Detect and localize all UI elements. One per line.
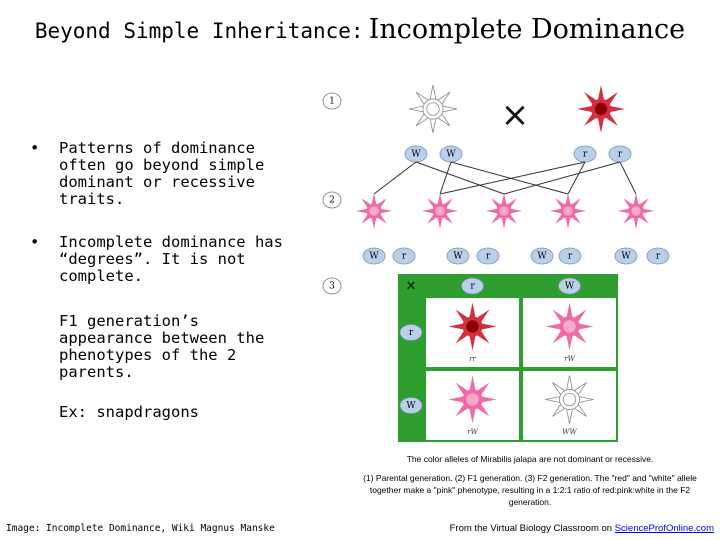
svg-text:W: W <box>406 401 416 411</box>
f1-pink-flower <box>486 193 522 229</box>
f1-allele: W <box>446 247 470 265</box>
title-part-2: Incomplete Dominance <box>368 14 686 45</box>
svg-text:r: r <box>409 328 414 338</box>
f1-pink-flower <box>618 193 654 229</box>
svg-text:r: r <box>583 150 588 160</box>
svg-text:W: W <box>565 282 575 292</box>
svg-text:3: 3 <box>329 282 335 292</box>
svg-text:r: r <box>486 252 491 262</box>
cross-line <box>619 161 637 195</box>
cross-line <box>439 161 452 195</box>
f2-pink-flower <box>448 375 497 424</box>
f1-allele: W <box>362 247 386 265</box>
bullet-text: Patterns of dominance often go beyond si… <box>59 139 265 208</box>
f1-pink-flower <box>550 193 586 229</box>
svg-text:W: W <box>411 150 421 160</box>
bullet-symbol: • <box>30 139 40 157</box>
svg-text:r: r <box>470 282 475 292</box>
cross-line <box>439 161 586 195</box>
f2-red-flower <box>448 302 497 351</box>
svg-text:r: r <box>656 252 661 262</box>
punnett-cell-genotype: rr <box>469 355 476 363</box>
svg-text:W: W <box>537 252 547 262</box>
svg-text:2: 2 <box>329 196 335 206</box>
parent-white-flower <box>408 84 458 134</box>
parent-allele: W <box>439 145 463 163</box>
cross-line <box>567 161 586 195</box>
punnett-cell-genotype: rW <box>467 428 478 436</box>
svg-text:r: r <box>618 150 623 160</box>
f1-allele: W <box>614 247 638 265</box>
f2-pink-flower <box>545 302 594 351</box>
example-text: Ex: snapdragons <box>59 403 199 421</box>
cross-line <box>373 161 417 195</box>
f1-allele: r <box>476 247 500 265</box>
caption-1: The color alleles of Mirabilis jalapa ar… <box>406 454 654 464</box>
svg-text:W: W <box>453 252 463 262</box>
parent-allele: r <box>573 145 597 163</box>
punnett-column-allele: r <box>461 277 484 295</box>
punnett-column-allele: W <box>558 277 581 295</box>
f1-allele: r <box>392 247 416 265</box>
svg-text:r: r <box>568 252 573 262</box>
bullet-symbol: • <box>30 233 40 251</box>
svg-text:W: W <box>621 252 631 262</box>
f1-allele: r <box>558 247 582 265</box>
punnett-corner <box>400 276 423 295</box>
punnett-cell-genotype: WW <box>562 428 577 436</box>
parent-red-flower <box>577 85 625 133</box>
generation-label-1: 1 <box>322 92 342 110</box>
source-credit-text: From the Virtual Biology Classroom on <box>449 523 615 534</box>
image-credit: Image: Incomplete Dominance, Wiki Magnus… <box>6 523 275 534</box>
svg-text:W: W <box>446 150 456 160</box>
f1-allele: r <box>646 247 670 265</box>
caption-2: (1) Parental generation. (2) F1 generati… <box>363 473 697 507</box>
f1-pink-flower <box>422 193 458 229</box>
generation-label-3: 3 <box>322 277 342 295</box>
source-credit: From the Virtual Biology Classroom on Sc… <box>450 523 714 534</box>
cross-symbol: × <box>501 95 530 135</box>
slide-title: Beyond Simple Inheritance: Incomplete Do… <box>0 14 720 45</box>
f1-allele: W <box>530 247 554 265</box>
f2-white-flower <box>545 375 594 424</box>
parent-allele: W <box>404 145 428 163</box>
punnett-cell-genotype: rW <box>564 355 575 363</box>
generation-label-2: 2 <box>322 191 342 209</box>
parent-allele: r <box>608 145 632 163</box>
source-link[interactable]: ScienceProfOnline.com <box>614 523 714 534</box>
cross-line <box>450 161 569 195</box>
svg-text:r: r <box>402 252 407 262</box>
title-part-1: Beyond Simple Inheritance: <box>34 19 364 43</box>
f1-pink-flower <box>356 193 392 229</box>
bullet-text: Incomplete dominance has “degrees”. It i… <box>59 233 283 285</box>
cross-line <box>415 161 505 195</box>
cross-line <box>503 161 621 195</box>
svg-text:1: 1 <box>329 97 335 107</box>
punnett-row-allele: r <box>399 324 423 341</box>
punnett-row-allele: W <box>399 397 423 414</box>
svg-text:W: W <box>369 252 379 262</box>
f1-description: F1 generation’s appearance between the p… <box>59 312 265 381</box>
punnett-cross-symbol: × <box>406 279 417 294</box>
